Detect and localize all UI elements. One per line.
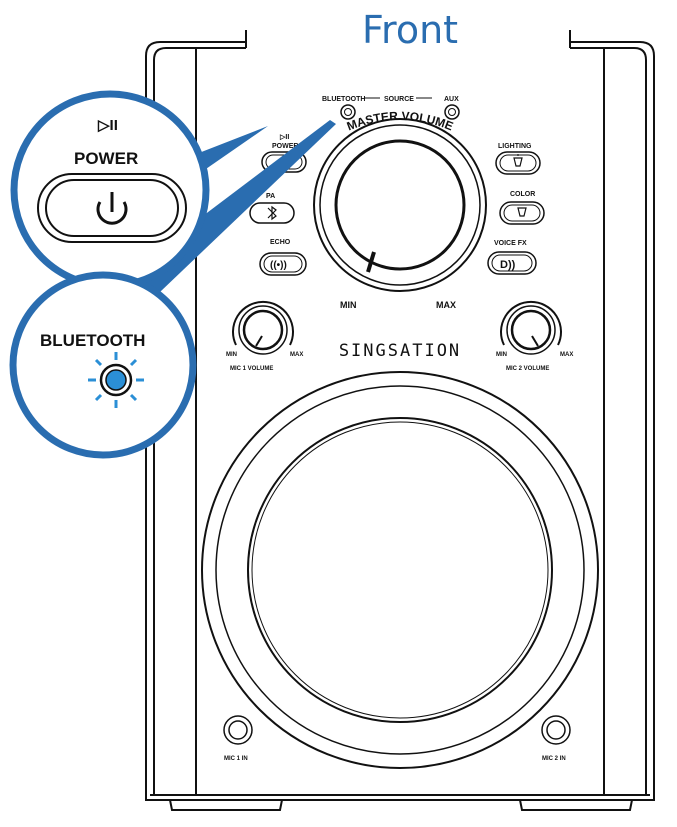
power-icon	[96, 192, 128, 225]
svg-text:MIN: MIN	[226, 352, 237, 358]
master-volume-knob[interactable]: MASTER VOLUME MIN MAX	[313, 109, 487, 310]
echo-icon: ((•))	[270, 260, 287, 271]
bluetooth-led	[340, 104, 356, 120]
bluetooth-label: BLUETOOTH	[322, 96, 365, 103]
pair-button[interactable]: PA	[249, 193, 295, 224]
bluetooth-zoom-callout: BLUETOOTH	[9, 271, 197, 459]
speaker-driver	[201, 371, 599, 769]
mic1-volume-knob[interactable]: MIN MAX MIC 1 VOLUME	[226, 301, 303, 372]
page-title: Front	[361, 8, 459, 52]
svg-text:MIN: MIN	[496, 352, 507, 358]
svg-text:▷II: ▷II	[279, 134, 289, 141]
mic1-jack[interactable]: MIC 1 IN	[223, 715, 253, 762]
svg-text:PA: PA	[266, 193, 275, 200]
svg-text:MAX: MAX	[560, 352, 573, 358]
power-zoom-callout: ▷II POWER	[10, 90, 210, 290]
master-min-label: MIN	[340, 300, 357, 310]
master-max-label: MAX	[436, 300, 456, 310]
svg-text:MAX: MAX	[290, 352, 303, 358]
lighting-icon	[513, 154, 523, 167]
bluetooth-icon	[267, 205, 277, 221]
lighting-button[interactable]: LIGHTING	[495, 143, 541, 175]
svg-text:ECHO: ECHO	[270, 239, 291, 246]
color-icon	[517, 207, 527, 217]
mic2-volume-knob[interactable]: MIN MAX MIC 2 VOLUME	[496, 301, 573, 372]
voice-fx-button[interactable]: VOICE FX D))	[487, 240, 537, 275]
svg-text:▷II: ▷II	[97, 117, 118, 134]
voice-fx-icon: D))	[500, 259, 516, 271]
color-button[interactable]: COLOR	[499, 191, 545, 225]
source-selector: BLUETOOTH SOURCE AUX	[322, 96, 460, 120]
mic2-volume-label: MIC 2 VOLUME	[506, 366, 549, 372]
master-volume-label: MASTER VOLUME	[345, 109, 455, 134]
source-label: SOURCE	[384, 96, 414, 103]
aux-led	[444, 104, 460, 120]
svg-text:POWER: POWER	[272, 143, 298, 150]
mic2-jack[interactable]: MIC 2 IN	[541, 715, 571, 762]
mic1-in-label: MIC 1 IN	[224, 756, 248, 762]
aux-label: AUX	[444, 96, 459, 103]
brand-label: SINGSATION	[339, 341, 461, 361]
svg-text:POWER: POWER	[74, 149, 138, 168]
svg-text:LIGHTING: LIGHTING	[498, 143, 532, 150]
svg-text:BLUETOOTH: BLUETOOTH	[40, 331, 145, 350]
svg-text:COLOR: COLOR	[510, 191, 535, 198]
echo-button[interactable]: ECHO ((•))	[259, 239, 307, 276]
bluetooth-led-glow	[88, 352, 144, 408]
mic2-in-label: MIC 2 IN	[542, 756, 566, 762]
mic1-volume-label: MIC 1 VOLUME	[230, 366, 273, 372]
svg-text:VOICE FX: VOICE FX	[494, 240, 527, 247]
